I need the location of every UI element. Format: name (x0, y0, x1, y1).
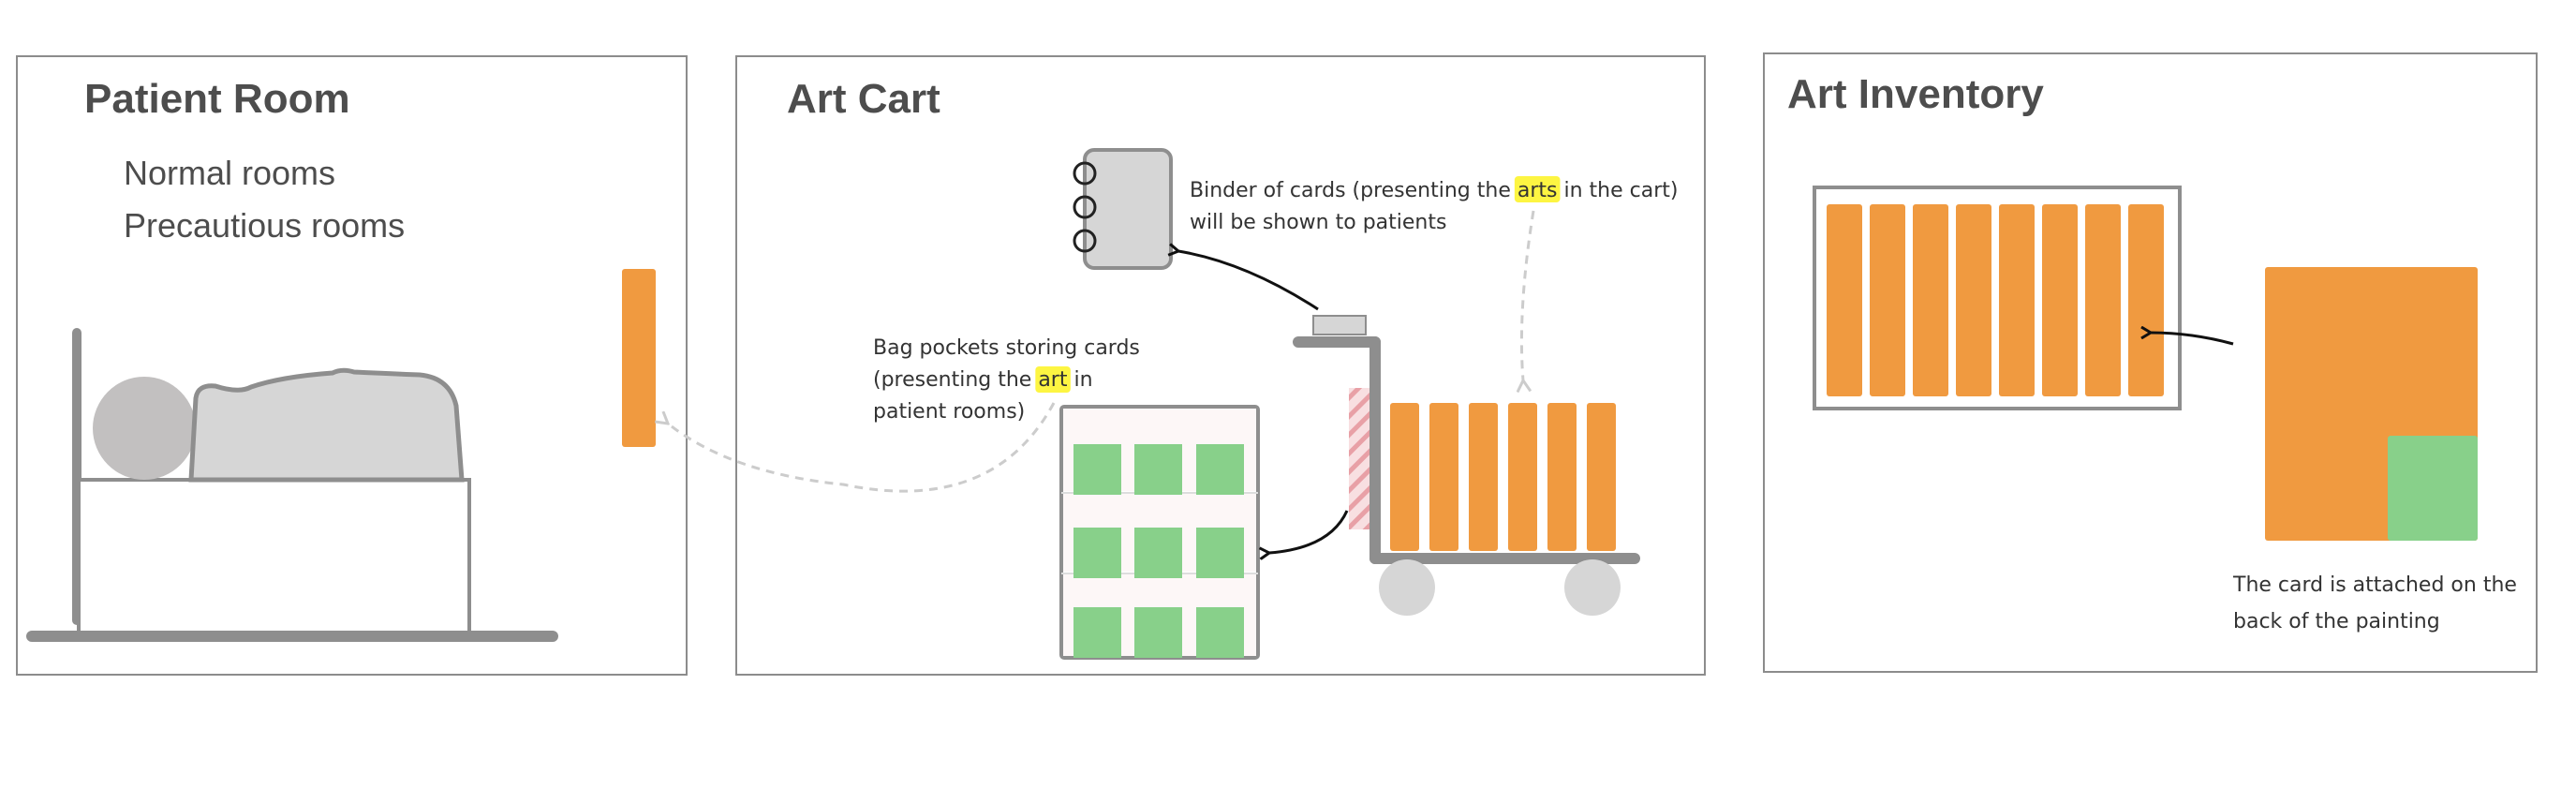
pocket-note: Bag pockets storing cards (presenting th… (873, 336, 1140, 424)
pocket-card (1073, 528, 1121, 578)
pocket-note-line-1: Bag pockets storing cards (873, 336, 1140, 360)
normal-rooms-label: Normal rooms (124, 154, 335, 192)
binder-note-highlight (1514, 176, 1561, 202)
binder-note: Binder of cards (presenting the arts in … (1190, 176, 1678, 234)
pocket-note-line-3: patient rooms) (873, 400, 1025, 424)
art-cart-panel: Art Cart Binder of cards (presenting the… (668, 55, 1706, 676)
art-cart-illustration (1293, 315, 1640, 616)
art-inventory-panel: Art Inventory The card is attached on th… (1763, 52, 2538, 673)
inventory-painting (1870, 204, 1905, 396)
arrow-pockets-to-room (668, 402, 1056, 493)
card-binder-icon (1073, 148, 1173, 270)
art-cart-border (735, 55, 1706, 676)
inventory-painting (2085, 204, 2121, 396)
binder-note-line-1: Binder of cards (presenting the arts in … (1190, 179, 1678, 202)
pocket-card (1073, 607, 1121, 658)
cart-painting (1587, 403, 1616, 551)
cart-wheel (1564, 559, 1621, 616)
pocket-card (1134, 528, 1182, 578)
binder-note-line-2: will be shown to patients (1190, 211, 1446, 234)
binder-mount (1312, 315, 1367, 335)
attached-card (2388, 436, 2478, 541)
pocket-card (1073, 444, 1121, 495)
bag-pockets-organizer (1059, 405, 1260, 660)
patient-head-icon (93, 377, 196, 480)
inventory-painting (1827, 204, 1862, 396)
art-inventory-title: Art Inventory (1787, 71, 2044, 117)
card-note-line-1: The card is attached on the (2232, 573, 2517, 597)
pocket-card (1196, 528, 1244, 578)
art-cart-title: Art Cart (787, 76, 940, 122)
inventory-painting (1913, 204, 1948, 396)
patient-room-title: Patient Room (84, 76, 350, 122)
inventory-painting (1999, 204, 2035, 396)
inventory-rack (1813, 186, 2182, 410)
card-note-line-2: back of the painting (2233, 610, 2440, 633)
pocket-card (1196, 444, 1244, 495)
arrow-painting-to-rack (2151, 333, 2234, 346)
patient-body-blanket (188, 367, 465, 483)
patient-room-panel: Patient Room Normal rooms Precautious ro… (16, 55, 688, 676)
arrow-holder-to-pockets (1269, 510, 1349, 553)
precautious-rooms-label: Precautious rooms (124, 206, 405, 245)
cart-painting (1390, 403, 1419, 551)
inventory-painting (2042, 204, 2078, 396)
painting-on-wall (622, 269, 656, 447)
pocket-card (1134, 444, 1182, 495)
cart-wheel (1379, 559, 1435, 616)
cart-painting (1429, 403, 1458, 551)
pocket-card (1196, 607, 1244, 658)
painting-back-with-card (2265, 267, 2478, 541)
arrow-arts-to-cart (1521, 210, 1535, 380)
pocket-card (1134, 607, 1182, 658)
inventory-painting (1956, 204, 1991, 396)
cart-painting (1508, 403, 1537, 551)
patient-bed-illustration (26, 328, 558, 642)
pocket-note-highlight (1035, 366, 1071, 393)
pocket-note-line-2: (presenting the art in (873, 368, 1093, 392)
inventory-painting (2128, 204, 2164, 396)
art-inventory-border (1763, 52, 2538, 673)
cart-painting (1547, 403, 1577, 551)
bed-frame (77, 478, 471, 636)
bag-pocket-holder (1349, 388, 1369, 529)
cart-painting (1469, 403, 1498, 551)
arrow-cart-to-binder (1178, 251, 1319, 311)
patient-room-border (16, 55, 688, 676)
